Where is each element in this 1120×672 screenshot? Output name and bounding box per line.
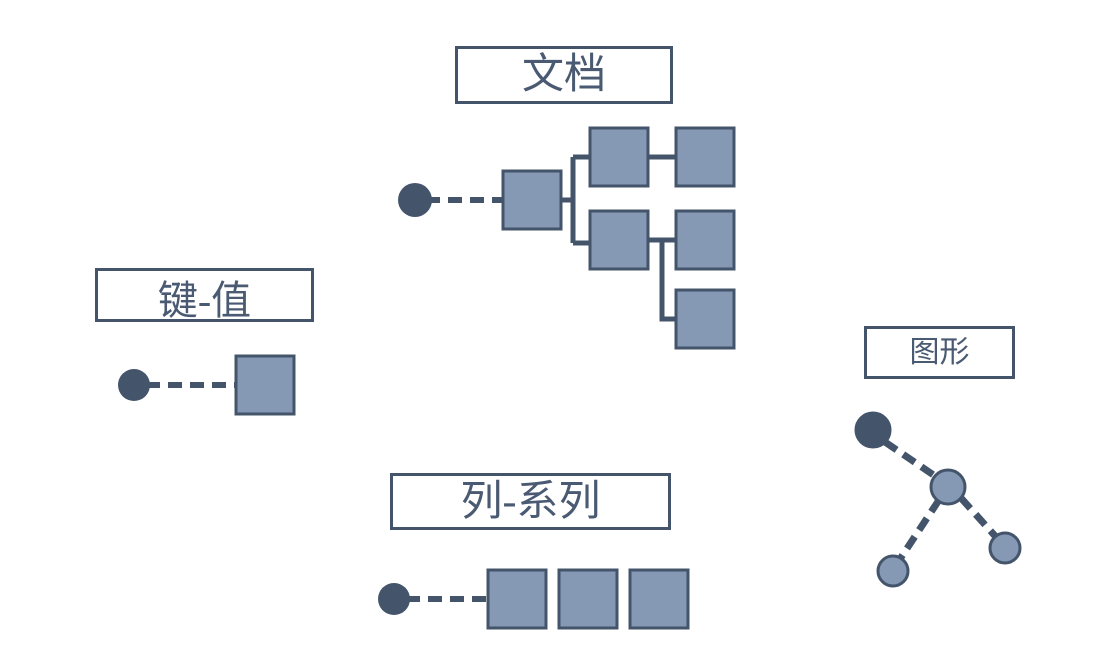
document-child-box-2[interactable]	[674, 126, 736, 188]
document-tree-connector-leaf	[659, 240, 676, 322]
document-child-box-3[interactable]	[588, 209, 650, 271]
graph-node-leaf-left[interactable]	[876, 554, 910, 588]
graph-model-group	[854, 411, 1022, 588]
column-family-column-box-2[interactable]	[557, 568, 619, 630]
label-text-graph: 图形	[909, 335, 970, 369]
key-value-key-node[interactable]	[118, 369, 150, 401]
key-value-model-group	[118, 354, 296, 416]
graph-node-leaf-right[interactable]	[988, 531, 1022, 565]
document-child-box-1[interactable]	[588, 126, 650, 188]
column-family-column-box-3[interactable]	[628, 568, 690, 630]
document-root-node[interactable]	[398, 183, 432, 217]
graph-edge-root-center	[883, 439, 940, 481]
document-model-group	[398, 126, 736, 350]
label-text-document: 文档	[521, 52, 606, 98]
label-box-column-family: 列-系列	[390, 473, 671, 530]
key-value-value-box[interactable]	[234, 354, 296, 416]
document-child-box-4[interactable]	[674, 209, 736, 271]
column-family-row-key-node[interactable]	[378, 583, 410, 615]
label-text-key-value: 键-值	[157, 278, 252, 323]
label-box-document: 文档	[455, 46, 673, 104]
label-box-graph: 图形	[864, 326, 1015, 379]
document-root-box[interactable]	[501, 169, 563, 231]
label-text-column-family: 列-系列	[460, 478, 601, 525]
graph-node-center[interactable]	[929, 468, 967, 506]
column-family-model-group	[378, 568, 690, 630]
graph-edge-center-leaf-left	[897, 498, 942, 561]
graph-node-root[interactable]	[854, 411, 892, 449]
graph-edge-center-leaf-right	[958, 495, 999, 540]
document-tree-connector-trunk	[561, 154, 590, 246]
document-child-box-5[interactable]	[674, 288, 736, 350]
column-family-column-box-1[interactable]	[486, 568, 548, 630]
label-box-key-value: 键-值	[95, 268, 314, 322]
